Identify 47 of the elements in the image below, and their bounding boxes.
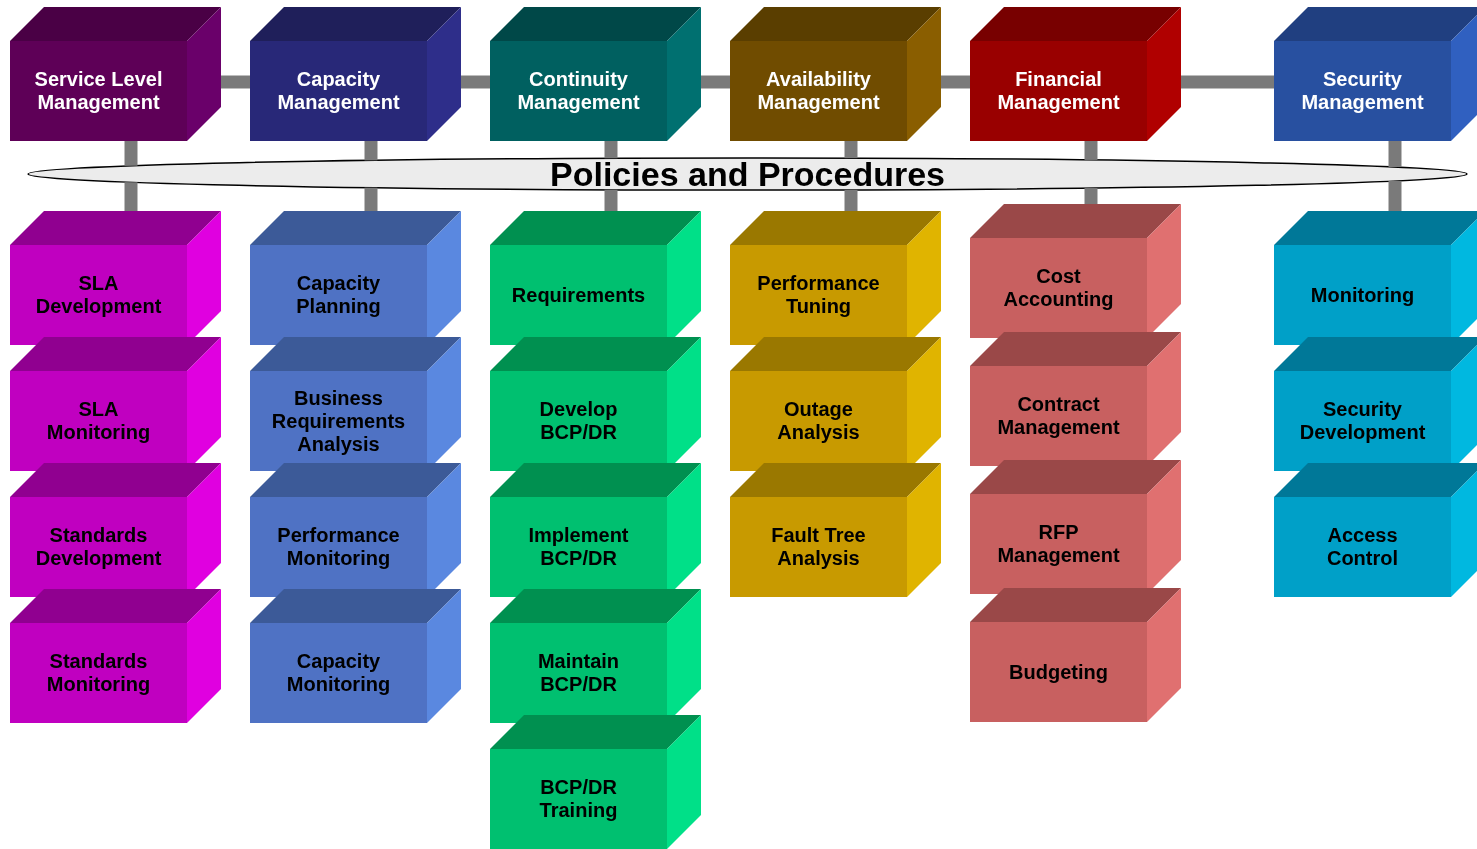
connector-bar — [604, 189, 618, 211]
cube-label: Outage Analysis — [776, 398, 861, 444]
cube-label: Standards Development — [34, 524, 163, 570]
connector-bar — [701, 75, 730, 89]
connector-bar — [124, 141, 138, 166]
cube-label: Access Control — [1325, 524, 1400, 570]
connector-bar — [1084, 141, 1098, 160]
cube-label: Financial Management — [996, 68, 1121, 114]
cube-label: Requirements — [510, 283, 647, 307]
cube-label: SLA Development — [34, 272, 163, 318]
connector-bar — [844, 189, 858, 211]
cube-label: RFP Management — [996, 521, 1121, 567]
cube-label: Fault Tree Analysis — [770, 524, 867, 570]
cube-label: Performance Monitoring — [276, 524, 401, 570]
connector-bar — [221, 75, 250, 89]
connector-bar — [124, 182, 138, 211]
cube-label: Contract Management — [996, 393, 1121, 439]
cube-label: Continuity Management — [516, 68, 641, 114]
cube-label: Implement BCP/DR — [527, 524, 630, 570]
cube-label: Business Requirements Analysis — [270, 386, 407, 456]
cube-label: Develop BCP/DR — [538, 398, 619, 444]
cube-label: Monitoring — [1309, 283, 1416, 307]
cube-label: Capacity Management — [276, 68, 401, 114]
connector-bar — [1084, 188, 1098, 204]
cube-label: Security Management — [1300, 68, 1425, 114]
cube-label: Security Development — [1298, 398, 1427, 444]
cube-label: SLA Monitoring — [45, 398, 152, 444]
cube-label: Capacity Monitoring — [285, 650, 392, 696]
connector-bar — [364, 187, 378, 211]
cube-label: Budgeting — [1008, 660, 1109, 684]
band-title: Policies and Procedures — [550, 157, 945, 191]
cube-label: Performance Tuning — [756, 272, 881, 318]
connector-bar — [1388, 141, 1402, 167]
connector-bar — [461, 75, 490, 89]
connector-bar — [941, 75, 970, 89]
cube-label: Service Level Management — [33, 68, 164, 114]
connector-bar — [1388, 181, 1402, 211]
cube-label: Capacity Planning — [295, 272, 382, 318]
connector-bar — [1181, 75, 1274, 89]
connector-bar — [604, 141, 618, 159]
cube-label: Maintain BCP/DR — [536, 650, 621, 696]
cube-label: Standards Monitoring — [45, 650, 152, 696]
cube-label: Availability Management — [756, 68, 881, 114]
cube-label: Cost Accounting — [1002, 265, 1115, 311]
connector-bar — [844, 141, 858, 159]
connector-bar — [364, 141, 378, 161]
cube-label: BCP/DR Training — [538, 776, 619, 822]
